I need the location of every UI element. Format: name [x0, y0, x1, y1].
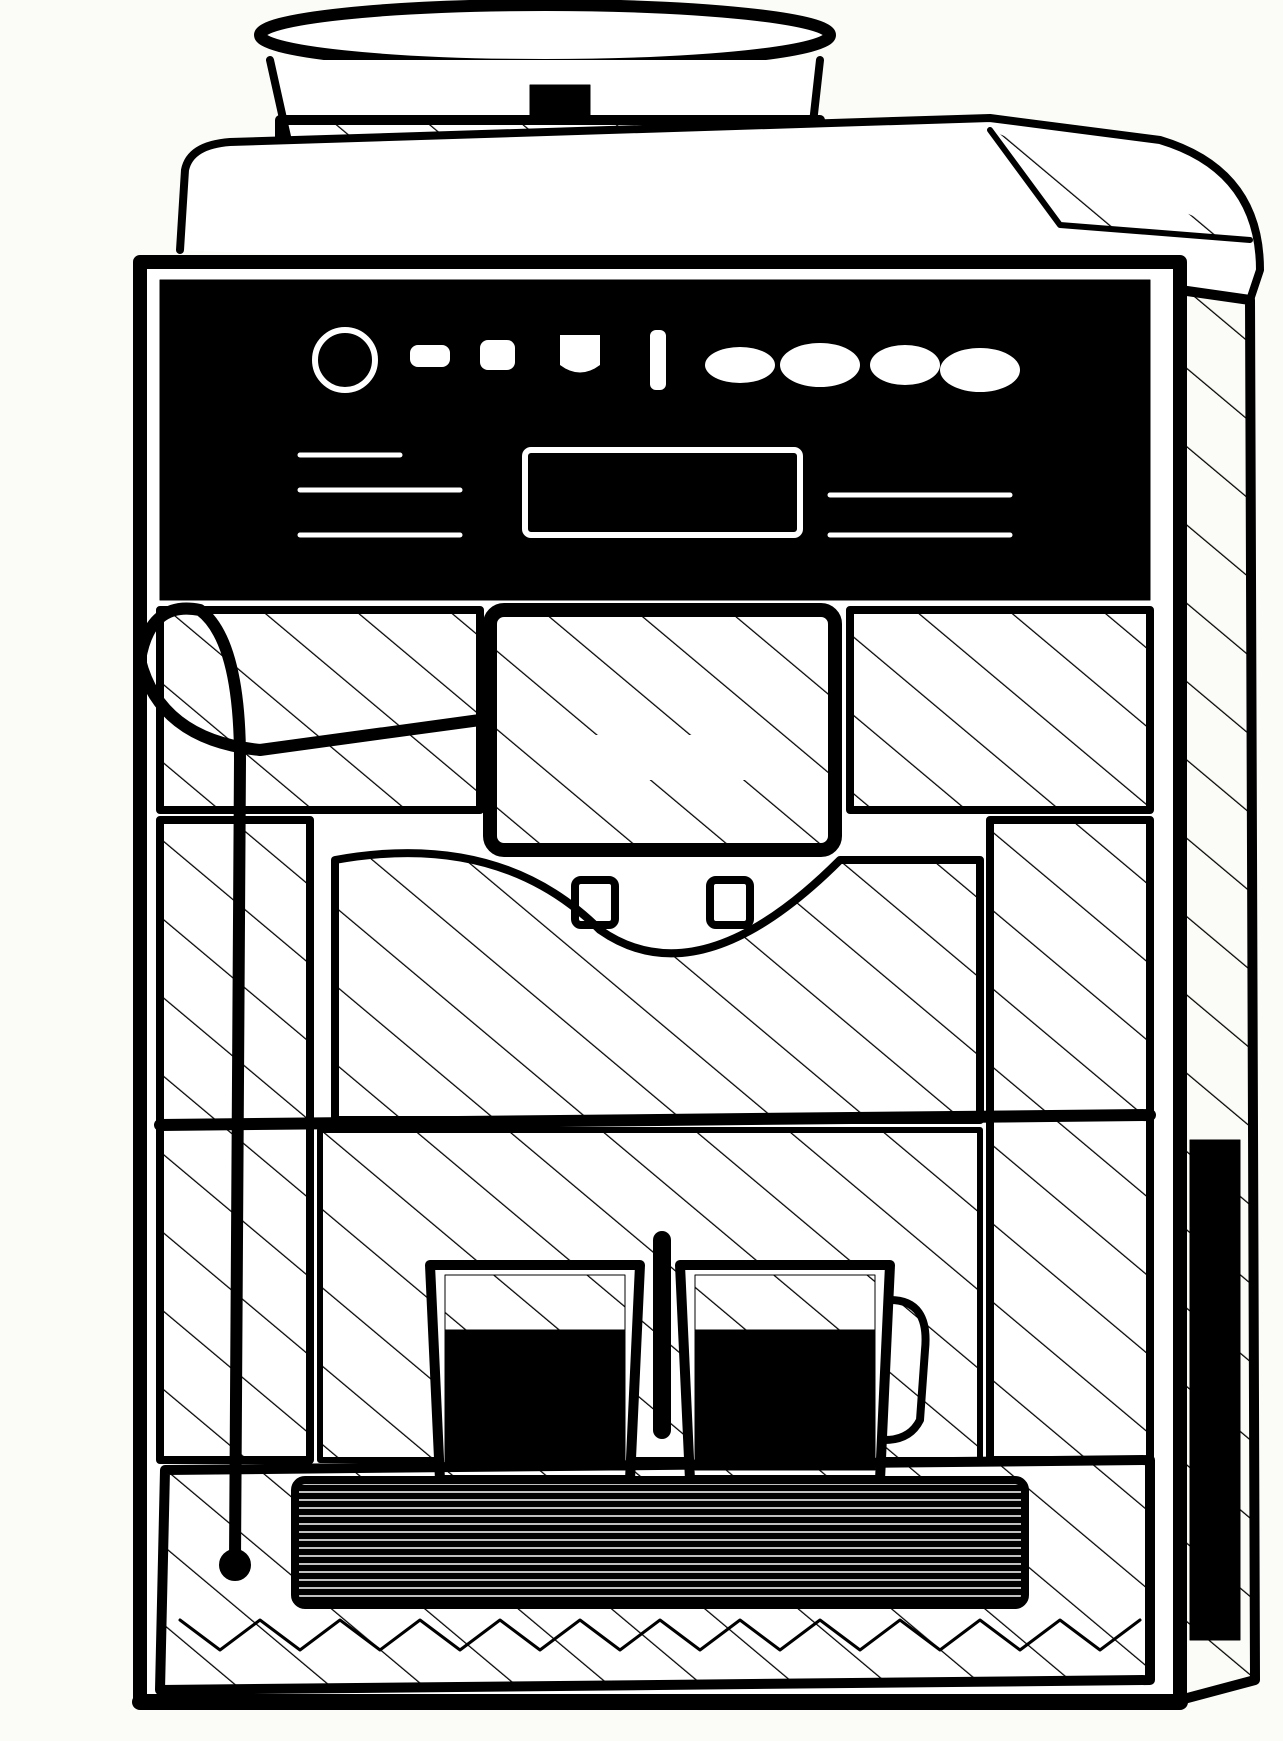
spout-housing — [483, 603, 842, 857]
control-panel — [159, 279, 1151, 601]
display-screen — [522, 447, 803, 538]
machine-top — [176, 114, 1264, 304]
drip-tray-grate — [291, 1476, 1029, 1609]
button-icons — [312, 327, 1020, 393]
cups — [425, 1231, 930, 1485]
